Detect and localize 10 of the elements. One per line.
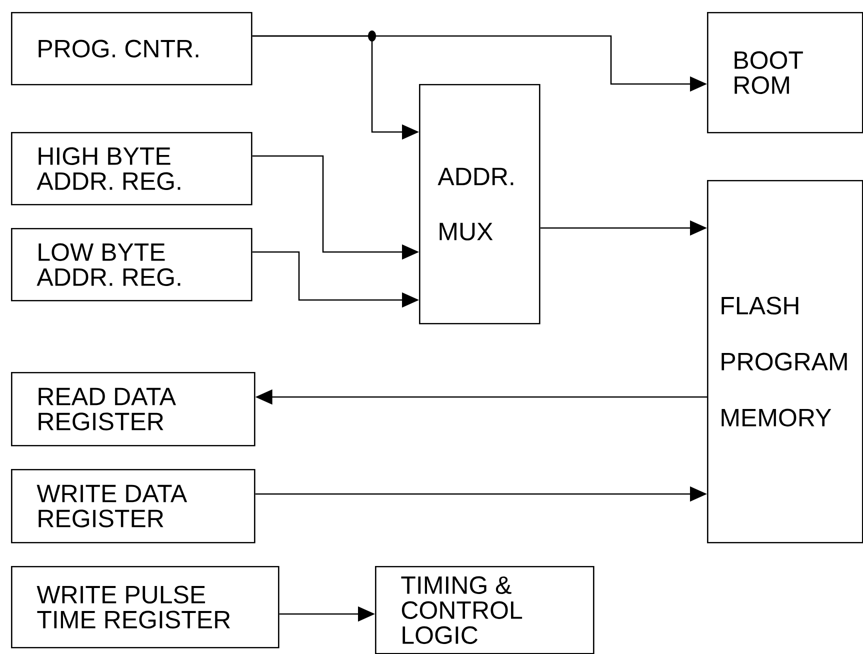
block-box: READ DATA REGISTER [11, 372, 256, 446]
block-box: PROG. CNTR. [11, 12, 252, 86]
block-box: BOOT ROM [707, 12, 863, 134]
block-box: ADDR. MUX [419, 84, 540, 324]
block-box: FLASH PROGRAM MEMORY [707, 180, 863, 544]
block-box: HIGH BYTE ADDR. REG. [11, 132, 252, 206]
block-box: WRITE DATA REGISTER [11, 469, 256, 544]
block-box: TIMING & CONTROL LOGIC [375, 566, 594, 654]
block-box: LOW BYTE ADDR. REG. [11, 228, 252, 302]
block-box: WRITE PULSE TIME REGISTER [11, 566, 280, 648]
